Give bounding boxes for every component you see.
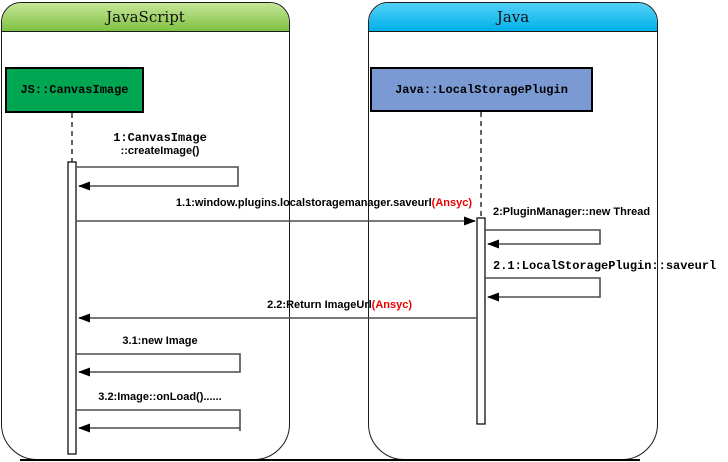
java-frame-title: Java [496,8,530,26]
message-2-2-text: 2.2:Return ImageUrl [267,299,372,311]
message-2-2-async-annotation: (Ansyc) [371,299,412,311]
message-2-1-label: 2.1:LocalStoragePlugin::saveurl [493,259,716,273]
message-1-1-label: 1.1:window.plugins.localstoragemanager.s… [160,197,472,210]
message-3-2-label: 3.2:Image::onLoad()...... [78,391,242,404]
javascript-frame-header: JavaScript [2,3,289,32]
message-1-1-text: 1.1:window.plugins.localstoragemanager.s… [175,197,432,209]
message-2-label: 2:PluginManager::new Thread [493,206,650,219]
javascript-frame-title: JavaScript [106,8,185,26]
message-3-1-label: 3.1:new Image [78,335,242,348]
message-2-text: 2:PluginManager::new Thread [493,206,651,218]
message-1-line2: ::createImage() [120,145,200,157]
message-1-line1: 1:CanvasImage [113,131,207,145]
java-localstorageplugin-object: Java::LocalStoragePlugin [370,67,593,112]
message-1-label: 1:CanvasImage ::createImage() [78,132,242,158]
js-canvasimage-label: JS::CanvasImage [20,83,129,97]
message-2-2-label: 2.2:Return ImageUrl(Ansyc) [150,299,412,312]
message-2-1-text: 2.1:LocalStoragePlugin::saveurl [493,259,717,273]
message-1-1-async-annotation: (Ansyc) [431,197,472,209]
java-frame-header: Java [369,3,657,32]
java-localstorageplugin-label: Java::LocalStoragePlugin [395,82,568,97]
bottom-baseline [20,459,640,461]
message-3-2-text: 3.2:Image::onLoad()...... [98,391,222,403]
js-canvasimage-object: JS::CanvasImage [5,67,144,113]
message-3-1-text: 3.1:new Image [122,335,198,347]
